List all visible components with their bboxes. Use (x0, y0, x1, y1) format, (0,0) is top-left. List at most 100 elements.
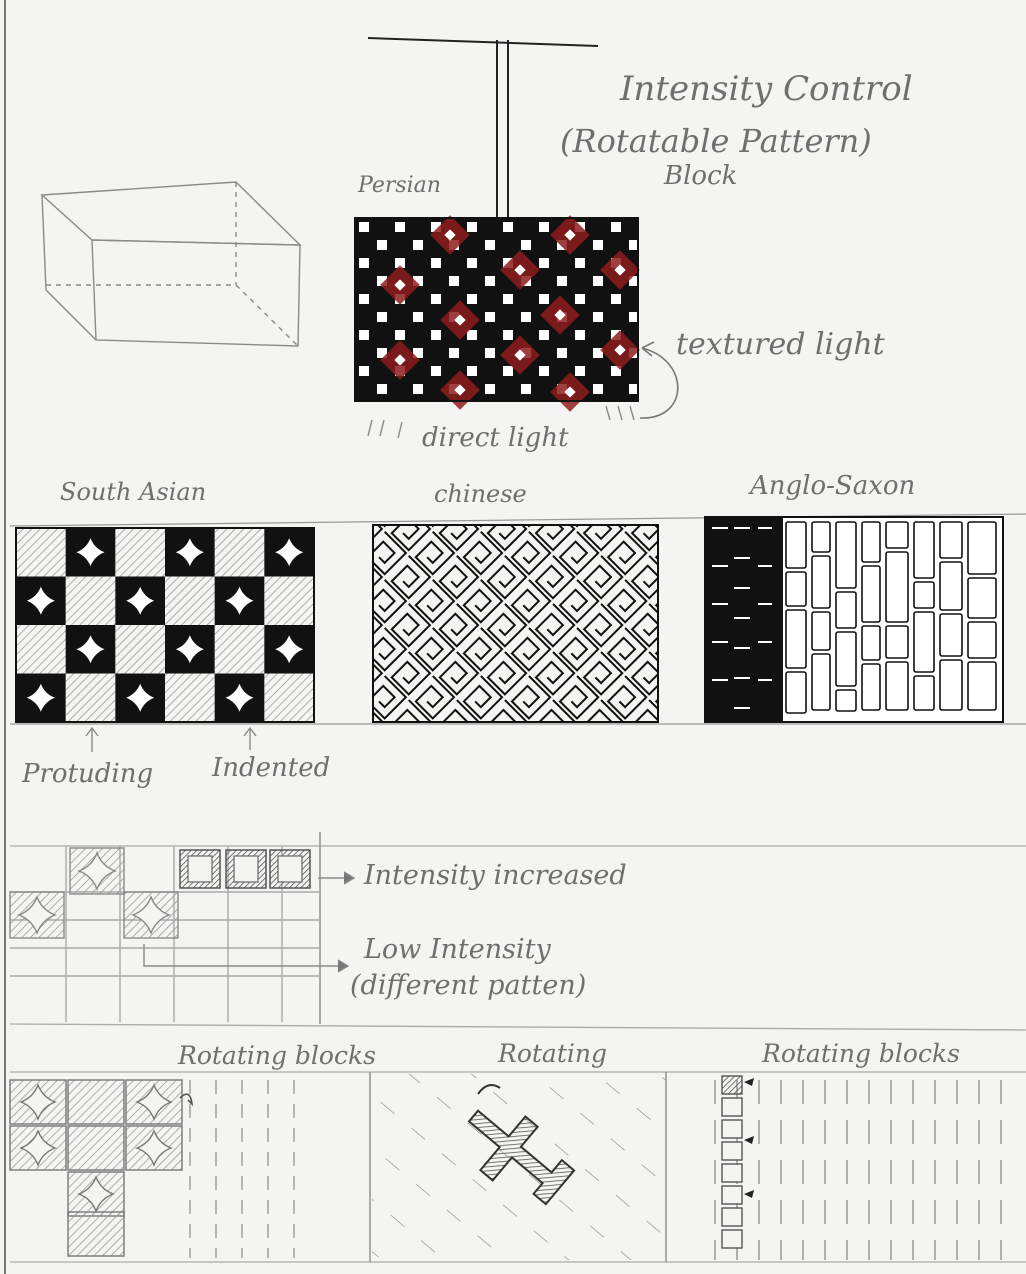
brick-gap (734, 557, 750, 559)
rotating-blocks-left-label: Rotating blocks (177, 1041, 376, 1070)
persian-tile (593, 384, 603, 394)
textured-light-label: textured light (676, 327, 886, 362)
persian-tile (593, 312, 603, 322)
wireframe-box-sketch (42, 182, 300, 346)
brick (940, 660, 962, 710)
persian-tile (359, 366, 369, 376)
persian-tile (503, 366, 513, 376)
persian-tile (431, 330, 441, 340)
brick (836, 690, 856, 711)
rotating-block (722, 1164, 742, 1182)
indented-tile (16, 528, 66, 577)
brick (862, 566, 880, 622)
persian-tile (467, 366, 477, 376)
brick (914, 522, 934, 578)
low-intensity-note: (different patten) (350, 970, 586, 1001)
rotating-blocks-right-label: Rotating blocks (761, 1039, 960, 1068)
brick-gap (758, 603, 772, 605)
brick (812, 522, 830, 552)
raised-block-face (234, 856, 258, 882)
persian-tile (377, 240, 387, 250)
rotating-block (722, 1186, 742, 1204)
persian-tile (395, 330, 405, 340)
brick-gap (734, 617, 750, 619)
persian-tile (611, 294, 621, 304)
brick (836, 522, 856, 588)
persian-tile (431, 366, 441, 376)
indented-tile (16, 625, 66, 674)
brick (836, 592, 856, 628)
persian-tile (377, 384, 387, 394)
brick (862, 664, 880, 710)
rotating-block (722, 1208, 742, 1226)
intensity-grid-sketch (10, 832, 320, 1024)
brick (862, 626, 880, 660)
raised-block-face (188, 856, 212, 882)
title-line-1: Intensity Control (619, 69, 913, 109)
persian-tile (449, 348, 459, 358)
indented-tile (215, 625, 265, 674)
brick (786, 572, 806, 606)
brick-gap (758, 565, 772, 567)
persian-tile (539, 330, 549, 340)
direct-light-label: direct light (422, 423, 569, 453)
brick (968, 662, 996, 710)
persian-tile (539, 258, 549, 268)
persian-tile (359, 294, 369, 304)
rotating-blocks-left-sketch (10, 1072, 370, 1262)
brick (812, 654, 830, 710)
brick-gap (734, 677, 750, 679)
brick (886, 626, 908, 658)
brick-gap (734, 527, 750, 529)
persian-tile (503, 294, 513, 304)
persian-tile (395, 222, 405, 232)
persian-tile (359, 258, 369, 268)
section-divider-2 (10, 1024, 1026, 1030)
brick (862, 522, 880, 562)
brick-gap (712, 527, 728, 529)
textured-light-arrow (640, 348, 678, 418)
persian-tile (467, 222, 477, 232)
persian-tile (575, 366, 585, 376)
chinese-label: chinese (434, 480, 527, 508)
persian-tile (485, 384, 495, 394)
persian-tile (575, 258, 585, 268)
rotating-block (722, 1076, 742, 1094)
persian-tile (431, 258, 441, 268)
persian-tile (593, 240, 603, 250)
protruding-label: Protuding (21, 759, 153, 789)
indented-tile (165, 674, 215, 723)
persian-tile (485, 312, 495, 322)
indented-tile (165, 577, 215, 626)
brick-gap (712, 679, 728, 681)
persian-tile (503, 330, 513, 340)
brick (968, 522, 996, 574)
brick-gap (734, 587, 750, 589)
brick-gap (712, 565, 728, 567)
persian-tile (377, 312, 387, 322)
persian-tile (431, 294, 441, 304)
persian-tile (485, 240, 495, 250)
persian-tile (575, 330, 585, 340)
persian-tile (467, 330, 477, 340)
brick (886, 662, 908, 710)
indented-label: Indented (211, 753, 330, 783)
rotating-block (722, 1142, 742, 1160)
indented-tile (215, 528, 265, 577)
anglo-saxon-label: Anglo-Saxon (748, 471, 915, 501)
persian-tile (539, 294, 549, 304)
brick (886, 522, 908, 548)
brick-gap (712, 641, 728, 643)
brick (786, 610, 806, 668)
persian-tile (413, 312, 423, 322)
rotating-block (722, 1098, 742, 1116)
protruding-arrow (86, 728, 98, 752)
persian-tile (539, 366, 549, 376)
rotating-block (722, 1120, 742, 1138)
persian-label: Persian (357, 173, 441, 198)
persian-tile (557, 276, 567, 286)
brick-gap (734, 707, 750, 709)
persian-tile (521, 240, 531, 250)
persian-tile (467, 258, 477, 268)
